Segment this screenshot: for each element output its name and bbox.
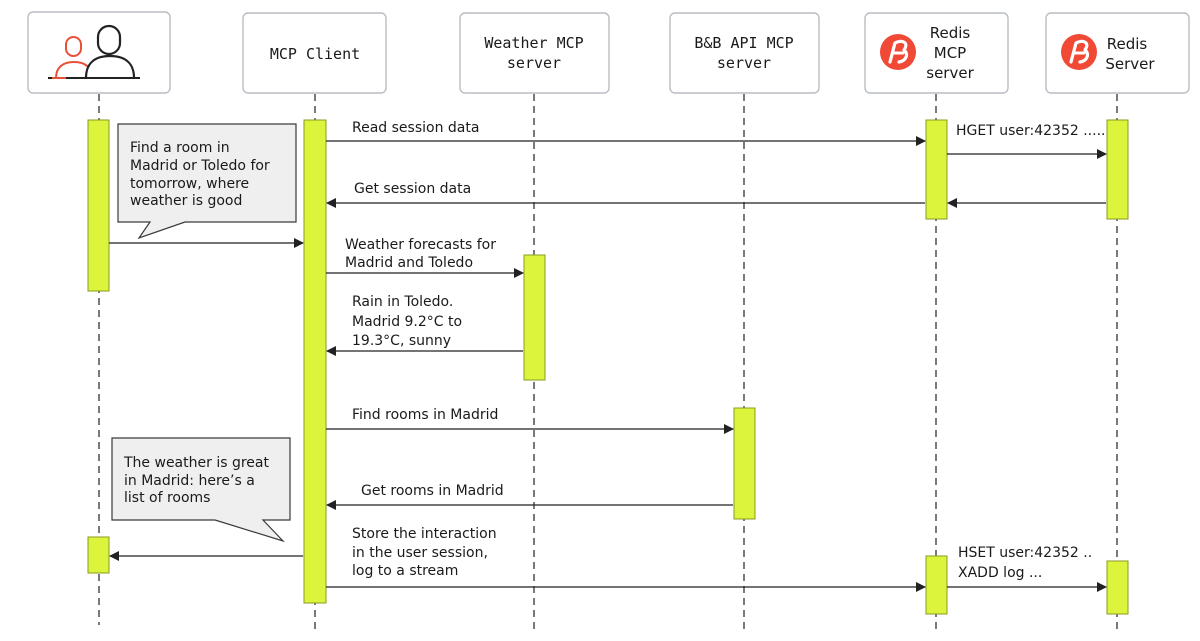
message-store-interaction: Store the interaction in the user sessio… [326, 526, 926, 592]
message-label-line1: Weather forecasts for [345, 237, 496, 253]
message-label-line1: Rain in Toledo. [352, 294, 453, 310]
message-label: Read session data [352, 120, 479, 136]
note-line1: Find a room in [130, 140, 230, 156]
message-label-line2: in the user session, [352, 545, 488, 561]
weather-mcp-label-line2: server [507, 54, 561, 72]
redis-server-activation-1 [1106, 119, 1129, 220]
participant-user [27, 11, 171, 94]
redis-mcp-label-line2: MCP [934, 44, 966, 62]
note-user-request: Find a room in Madrid or Toledo for tomo… [117, 123, 297, 240]
mcp-client-activation [303, 119, 327, 604]
message-label: Get rooms in Madrid [361, 483, 504, 499]
message-label-line1: Store the interaction [352, 526, 497, 542]
message-find-rooms: Find rooms in Madrid [326, 407, 734, 434]
message-weather-request: Weather forecasts for Madrid and Toledo [326, 237, 524, 278]
participant-redis-mcp: Redis MCP server [864, 12, 1009, 94]
users-icon [48, 24, 140, 79]
message-label-line1: HSET user:42352 .. [958, 545, 1092, 561]
redis-mcp-activation-2 [925, 555, 948, 615]
note-line2: Madrid or Toledo for [130, 158, 270, 174]
message-label: HGET user:42352 ..... [956, 123, 1105, 139]
message-label-line2: Madrid 9.2°C to [352, 314, 462, 330]
note-line1: The weather is great [123, 455, 269, 471]
note-line4: weather is good [130, 193, 242, 209]
message-label-line2: Madrid and Toledo [345, 255, 473, 271]
message-label-line2: XADD log ... [958, 565, 1042, 581]
message-get-rooms: Get rooms in Madrid [326, 483, 733, 510]
user-activation-1 [87, 119, 110, 292]
message-label: Get session data [354, 181, 471, 197]
message-label-line3: 19.3°C, sunny [352, 333, 451, 349]
participant-weather-mcp: Weather MCP server [459, 12, 610, 94]
message-hget: HGET user:42352 ..... [947, 123, 1107, 159]
participant-redis-server: Redis Server [1045, 12, 1190, 94]
redis-mcp-label-line1: Redis [930, 24, 971, 42]
note-line2: in Madrid: here’s a [124, 473, 255, 489]
redis-logo-icon [1061, 34, 1097, 70]
message-label: Find rooms in Madrid [352, 407, 498, 423]
user-activation-2 [87, 536, 110, 574]
redis-mcp-label-line3: server [926, 64, 974, 82]
redis-server-activation-2 [1106, 560, 1129, 615]
bnb-mcp-activation [733, 407, 756, 520]
message-label-line3: log to a stream [352, 563, 458, 579]
message-read-session: Read session data [326, 120, 926, 146]
note-assistant-reply: The weather is great in Madrid: here’s a… [111, 437, 291, 543]
note-line3: list of rooms [124, 490, 210, 506]
redis-server-label-line1: Redis [1107, 35, 1148, 53]
note-line3: tomorrow, where [130, 176, 249, 192]
participant-mcp-client: MCP Client [242, 12, 387, 94]
bnb-mcp-label-line1: B&B API MCP [694, 34, 793, 52]
weather-mcp-activation [523, 254, 546, 381]
message-weather-reply: Rain in Toledo. Madrid 9.2°C to 19.3°C, … [326, 294, 523, 356]
mcp-client-label: MCP Client [270, 45, 360, 63]
weather-mcp-label-line1: Weather MCP [484, 34, 583, 52]
redis-mcp-activation-1 [925, 119, 948, 220]
bnb-mcp-label-line2: server [717, 54, 771, 72]
participant-bnb-mcp: B&B API MCP server [669, 12, 820, 94]
redis-logo-icon [880, 34, 916, 70]
redis-server-label-line2: Server [1105, 55, 1155, 73]
message-hset-xadd: HSET user:42352 .. XADD log ... [947, 545, 1107, 592]
message-get-session: Get session data [326, 181, 925, 208]
